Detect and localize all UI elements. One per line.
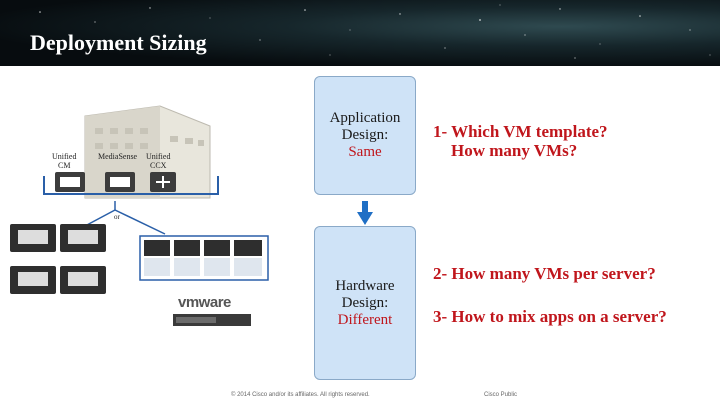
question-1-line1: 1- Which VM template?: [433, 122, 608, 141]
application-box-line1: Application: [330, 110, 401, 127]
virtualized-host: [138, 232, 270, 282]
rack-server-icon: [172, 313, 252, 327]
or-label: or: [114, 213, 120, 222]
application-box-line2: Design:: [342, 127, 389, 144]
application-box-value: Same: [348, 144, 381, 161]
question-1: 1- Which VM template? How many VMs?: [433, 122, 608, 160]
vmware-logo: vmware: [178, 294, 231, 311]
footer-copyright: © 2014 Cisco and/or its affiliates. All …: [231, 392, 370, 398]
hardware-box-line1: Hardware: [335, 278, 394, 295]
question-1-line2: How many VMs?: [433, 141, 608, 160]
hardware-box-line2: Design:: [342, 295, 389, 312]
physical-servers: [8, 222, 108, 302]
app-server-icons: [50, 170, 180, 194]
question-2: 2- How many VMs per server?: [433, 264, 656, 283]
down-arrow-icon: [357, 201, 373, 225]
label-unified-ccx-line2: CCX: [146, 161, 170, 170]
application-design-box: Application Design: Same: [314, 76, 416, 195]
label-unified-cm: Unified CM: [52, 152, 76, 170]
footer-classification: Cisco Public: [484, 392, 517, 398]
label-unified-ccx-line1: Unified: [146, 152, 170, 161]
label-unified-cm-line1: Unified: [52, 152, 76, 161]
label-mediasense: MediaSense: [98, 152, 137, 161]
label-unified-ccx: Unified CCX: [146, 152, 170, 170]
slide-header: Deployment Sizing: [0, 0, 720, 66]
hardware-design-box: Hardware Design: Different: [314, 226, 416, 380]
label-unified-cm-line2: CM: [52, 161, 76, 170]
slide-title: Deployment Sizing: [30, 30, 207, 56]
hardware-box-value: Different: [338, 312, 393, 329]
question-3: 3- How to mix apps on a server?: [433, 307, 667, 326]
